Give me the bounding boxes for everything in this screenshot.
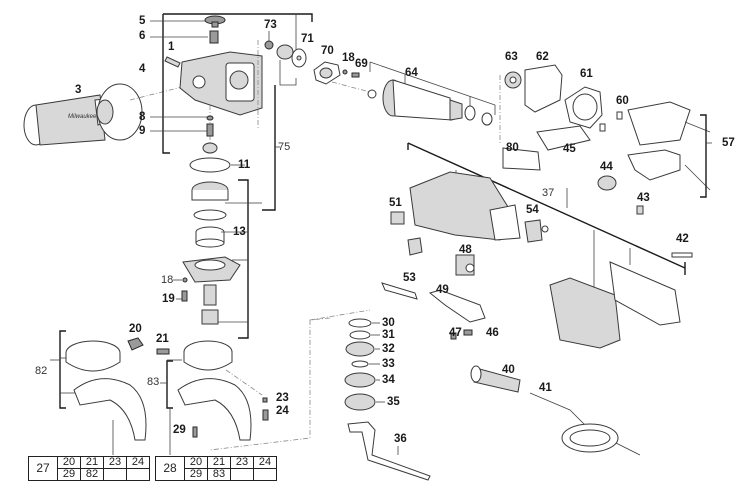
- part-label-48: 48: [459, 244, 472, 256]
- part-label-18-upper: 18: [342, 52, 355, 64]
- kit-part: 82: [80, 468, 104, 481]
- part-label-11: 11: [238, 159, 251, 171]
- part-label-33: 33: [382, 358, 395, 370]
- kit-part: [103, 468, 127, 481]
- part-label-61: 61: [580, 68, 593, 80]
- part-label-21: 21: [156, 333, 169, 345]
- part-label-1: 1: [168, 41, 175, 53]
- part-label-18-lower: 18: [161, 274, 174, 286]
- part-label-46: 46: [486, 327, 499, 339]
- kit-part: 24: [126, 456, 150, 469]
- part-label-41: 41: [539, 382, 552, 394]
- part-label-19: 19: [162, 293, 175, 305]
- part-label-8: 8: [139, 111, 146, 123]
- part-label-29: 29: [173, 424, 186, 436]
- part-label-32: 32: [382, 343, 395, 355]
- part-label-71: 71: [301, 33, 314, 45]
- kit-part: 24: [253, 456, 277, 469]
- part-label-34: 34: [382, 374, 395, 386]
- kit-part: 23: [230, 456, 254, 469]
- part-label-63: 63: [505, 51, 518, 63]
- part-label-6: 6: [139, 30, 146, 42]
- kit-part: [126, 468, 150, 481]
- kit-part: [230, 468, 254, 481]
- part-label-4: 4: [139, 63, 146, 75]
- part-label-70: 70: [321, 45, 334, 57]
- part-label-49: 49: [436, 284, 449, 296]
- part-label-47: 47: [449, 327, 462, 339]
- kit-number: 27: [28, 456, 58, 481]
- kit-part: 21: [207, 456, 231, 469]
- part-label-62: 62: [536, 51, 549, 63]
- kit-part: 83: [207, 468, 231, 481]
- part-label-9: 9: [139, 125, 146, 137]
- part-label-3: 3: [75, 84, 82, 96]
- part-label-35: 35: [387, 396, 400, 408]
- part-label-24: 24: [276, 405, 289, 417]
- part-label-80: 80: [506, 142, 519, 154]
- part-label-5: 5: [139, 15, 146, 27]
- kit-part: 23: [103, 456, 127, 469]
- kit-number: 28: [155, 456, 185, 481]
- part-label-30: 30: [382, 317, 395, 329]
- kit-table-27: 27 20 21 23 24 29 82: [28, 456, 150, 481]
- kit-part: 20: [57, 456, 81, 469]
- part-label-13: 13: [233, 226, 246, 238]
- part-label-69: 69: [355, 58, 368, 70]
- part-label-44: 44: [600, 161, 613, 173]
- kit-part: 29: [184, 468, 208, 481]
- kit-part: 20: [184, 456, 208, 469]
- part-label-54: 54: [526, 204, 539, 216]
- kit-table-28: 28 20 21 23 24 29 83: [155, 456, 277, 481]
- part-label-45: 45: [563, 143, 576, 155]
- part-label-31: 31: [382, 329, 395, 341]
- side-handle: Milwaukee: [23, 83, 143, 146]
- part-label-43: 43: [637, 192, 650, 204]
- part-label-40: 40: [502, 364, 515, 376]
- part-label-53: 53: [403, 272, 416, 284]
- part-label-37: 37: [542, 187, 555, 199]
- part-label-75: 75: [278, 141, 291, 153]
- part-label-51: 51: [389, 197, 402, 209]
- kit-part: [253, 468, 277, 481]
- part-label-73: 73: [264, 19, 277, 31]
- part-label-64: 64: [405, 67, 418, 79]
- part-label-20: 20: [129, 323, 142, 335]
- part-label-82: 82: [35, 365, 48, 377]
- part-label-23: 23: [276, 392, 289, 404]
- part-label-60: 60: [616, 95, 629, 107]
- part-label-57: 57: [722, 137, 735, 149]
- part-label-83: 83: [147, 376, 160, 388]
- part-label-42: 42: [676, 233, 689, 245]
- brand-logo: Milwaukee: [68, 114, 97, 120]
- kit-part: 29: [57, 468, 81, 481]
- kit-part: 21: [80, 456, 104, 469]
- part-label-36: 36: [394, 433, 407, 445]
